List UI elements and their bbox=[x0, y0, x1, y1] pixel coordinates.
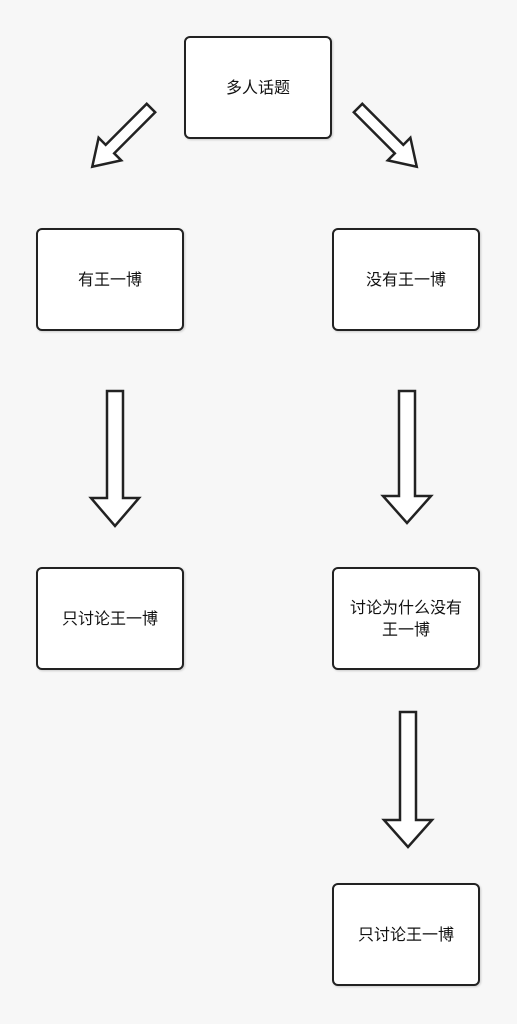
node-only-discuss-left: 只讨论王一博 bbox=[36, 567, 184, 670]
node-root: 多人话题 bbox=[184, 36, 332, 139]
arrow-discuss-why-to-only-discuss bbox=[381, 710, 435, 849]
node-has: 有王一博 bbox=[36, 228, 184, 331]
arrow-root-to-has-not bbox=[352, 102, 419, 169]
node-has-not-label: 没有王一博 bbox=[365, 269, 446, 289]
node-only-discuss-right-label: 只讨论王一博 bbox=[357, 924, 454, 944]
node-root-label: 多人话题 bbox=[225, 77, 290, 97]
node-only-discuss-left-label: 只讨论王一博 bbox=[61, 608, 158, 628]
node-only-discuss-right: 只讨论王一博 bbox=[332, 883, 480, 986]
node-discuss-why: 讨论为什么没有王一博 bbox=[332, 567, 480, 670]
node-has-label: 有王一博 bbox=[77, 269, 142, 289]
arrow-has-not-to-discuss-why bbox=[380, 389, 434, 525]
node-discuss-why-label: 讨论为什么没有王一博 bbox=[349, 597, 462, 639]
arrow-root-to-has bbox=[90, 102, 157, 169]
arrow-has-to-only-discuss bbox=[88, 389, 142, 528]
node-has-not: 没有王一博 bbox=[332, 228, 480, 331]
